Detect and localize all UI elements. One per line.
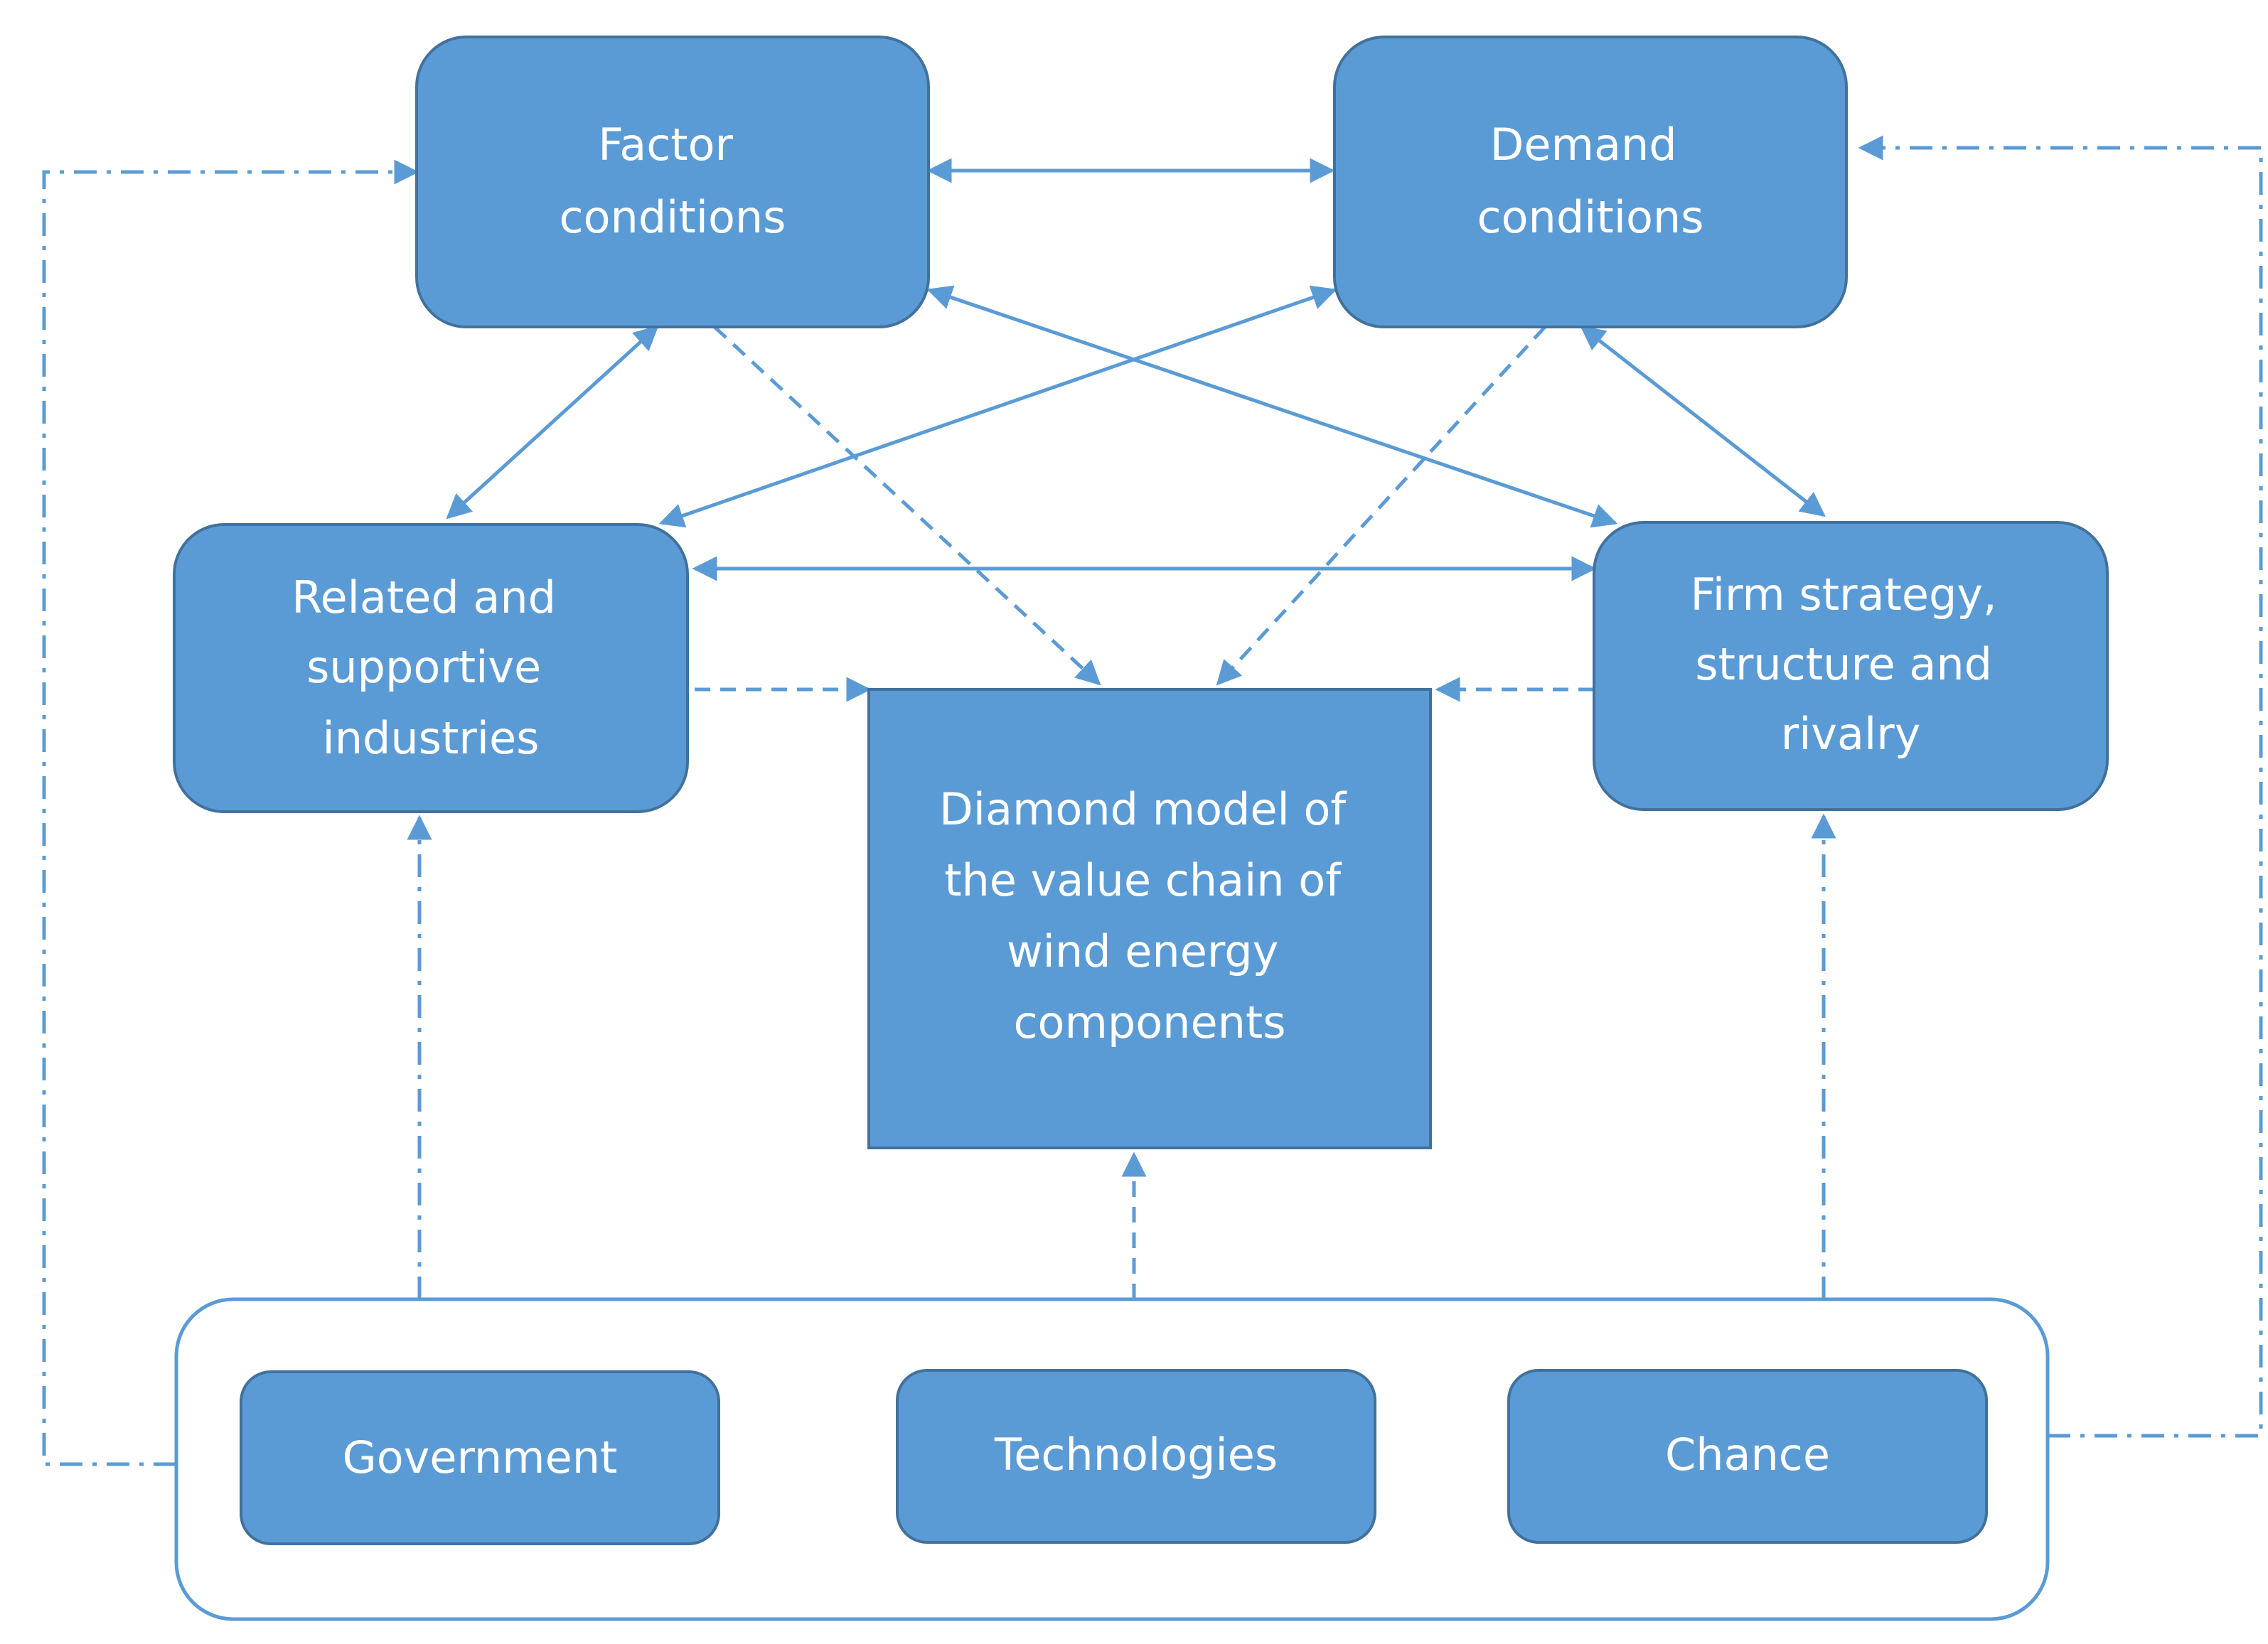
- node-technologies: Technologies: [896, 1369, 1376, 1544]
- node-related-industries-label: Related and supportive industries: [291, 571, 570, 764]
- node-demand-conditions: Demand conditions: [1333, 36, 1848, 328]
- node-demand-conditions-label: Demand conditions: [1477, 119, 1704, 243]
- node-firm-strategy-label: Firm strategy, structure and rivalry: [1691, 569, 2011, 760]
- node-label-line: supportive: [306, 641, 541, 693]
- node-label-line: Government: [343, 1431, 618, 1483]
- node-government-label: Government: [343, 1431, 618, 1483]
- edge-external-factor: [42, 159, 419, 1466]
- edge-demand-firm: [1580, 325, 1826, 517]
- node-diamond-model: Diamond model of the value chain of wind…: [867, 688, 1432, 1149]
- node-diamond-model-box: [867, 688, 1432, 1149]
- edge-external-demand: [1858, 135, 2263, 1438]
- node-technologies-label: Technologies: [994, 1429, 1278, 1481]
- node-label-line: structure and: [1695, 638, 1992, 690]
- node-related-industries: Related and supportive industries: [173, 523, 689, 813]
- node-label-line: components: [1013, 996, 1285, 1048]
- node-label-line: conditions: [560, 191, 786, 243]
- edge-demand-center: [1216, 326, 1546, 686]
- node-label-line: Related and: [291, 571, 556, 623]
- edge-factor-firm: [926, 285, 1618, 528]
- node-label-line: Firm strategy,: [1691, 569, 1997, 620]
- node-chance-label: Chance: [1665, 1429, 1830, 1481]
- edge-factor-related: [446, 325, 659, 520]
- node-firm-strategy: Firm strategy, structure and rivalry: [1593, 521, 2109, 811]
- node-factor-conditions-label: Factor conditions: [560, 119, 786, 243]
- node-label-line: Chance: [1665, 1429, 1830, 1481]
- node-label-line: conditions: [1477, 191, 1704, 243]
- node-related-industries-box: [173, 523, 689, 813]
- node-demand-conditions-box: [1333, 36, 1848, 328]
- node-label-line: Diamond model of: [939, 783, 1347, 835]
- node-label-line: Technologies: [994, 1429, 1278, 1481]
- node-label-line: industries: [323, 712, 540, 764]
- node-label-line: Demand: [1490, 119, 1677, 171]
- node-label-line: Factor: [598, 119, 733, 171]
- node-diamond-model-label: Diamond model of the value chain of wind…: [939, 783, 1360, 1048]
- node-label-line: the value chain of: [944, 854, 1342, 906]
- node-chance: Chance: [1507, 1369, 1988, 1544]
- edges-layer: [42, 135, 2263, 1466]
- node-firm-strategy-box: [1593, 521, 2109, 811]
- node-factor-conditions: Factor conditions: [415, 36, 930, 328]
- node-label-line: rivalry: [1781, 708, 1921, 760]
- node-chance-box: [1507, 1369, 1988, 1544]
- node-government-box: [240, 1370, 720, 1545]
- node-label-line: wind energy: [1007, 925, 1278, 977]
- node-technologies-box: [896, 1369, 1376, 1544]
- node-factor-conditions-box: [415, 36, 930, 328]
- edge-factor-center: [713, 326, 1101, 686]
- node-government: Government: [240, 1370, 720, 1545]
